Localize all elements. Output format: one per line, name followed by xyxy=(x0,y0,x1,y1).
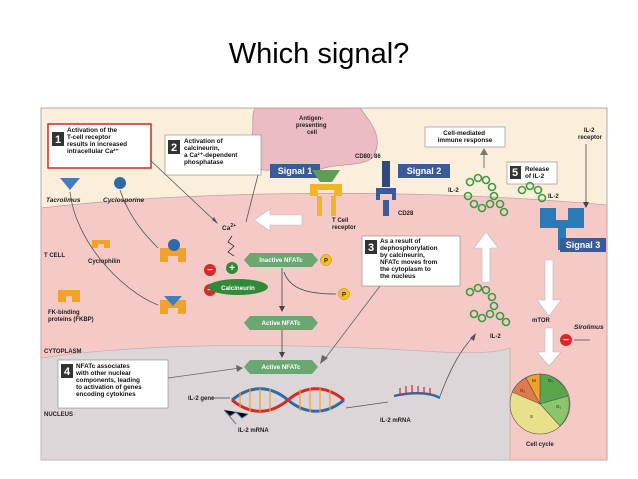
cytoplasm-label: CYTOPLASM xyxy=(44,349,82,355)
nucleus-label: NUCLEUS xyxy=(44,412,73,418)
step-4-number-box xyxy=(61,364,73,378)
step-4-box xyxy=(57,359,169,409)
inactive-nfatc-label: Inactive NFATc xyxy=(259,257,303,264)
cell-cycle-pie xyxy=(509,373,571,435)
active-nfatc-label-1: Active NFATc xyxy=(262,320,302,327)
step-1-box xyxy=(47,123,152,169)
calcineurin xyxy=(208,279,268,295)
svg-text:P: P xyxy=(324,259,328,265)
il2-mrna-label-1: IL-2 mRNA xyxy=(238,428,269,434)
step-5-text: Release of IL-2 xyxy=(525,166,551,180)
il2-label-bottom: IL-2 xyxy=(490,334,501,340)
signal-1-box xyxy=(270,164,320,178)
cyclophilin-complex xyxy=(160,248,186,262)
cycle-g2: G₂ xyxy=(520,388,526,393)
immune-response-box xyxy=(424,126,506,148)
signal-2-label: Signal 2 xyxy=(407,166,442,176)
signal-1-label: Signal 1 xyxy=(278,166,313,176)
activate-plus xyxy=(226,262,238,274)
tacrolimus-icon xyxy=(60,178,80,190)
step-2-box xyxy=(164,134,262,176)
svg-text:−: − xyxy=(563,335,569,346)
step-3-box xyxy=(361,235,461,287)
cyclophilin-shape xyxy=(92,240,110,248)
cd28-shape xyxy=(376,188,396,200)
step-2-text: Activation of calcineurin, a Ca²⁺-depend… xyxy=(184,138,239,166)
cyclophilin-label: Cyclophilin xyxy=(88,259,121,265)
cell-cycle-label: Cell cycle xyxy=(526,442,554,448)
il2-gene-label: IL-2 gene xyxy=(188,396,215,402)
step-5-number-box xyxy=(510,166,521,179)
step-3-text: As a result of dephosphorylation by calc… xyxy=(380,238,439,280)
mtor-label: mTOR xyxy=(532,318,551,324)
cd80-shape xyxy=(382,161,390,187)
mrna-strand-1 xyxy=(223,409,249,419)
step-2-number-box xyxy=(168,140,180,154)
white-arrow-up xyxy=(473,231,499,283)
cycle-s: S xyxy=(530,414,533,419)
inactive-nfatc xyxy=(244,253,318,267)
fkbp-shape xyxy=(58,290,80,302)
step-4-number: 4 xyxy=(64,366,71,378)
mhc-shape xyxy=(312,170,340,182)
fkbp-complex xyxy=(160,300,186,314)
il2-label-right: IL-2 xyxy=(548,194,559,200)
white-arrow-down-2 xyxy=(536,327,562,367)
step-1-number: 1 xyxy=(55,134,61,146)
svg-text:P: P xyxy=(342,293,346,299)
inhibit-1 xyxy=(204,264,216,276)
inhibit-sirolimus xyxy=(560,334,572,346)
ca-label: Ca2+ xyxy=(222,223,236,232)
il2-label-top: IL-2 xyxy=(448,188,459,194)
step-3-number: 3 xyxy=(368,242,374,254)
step-3-number-box xyxy=(365,240,377,254)
tcr-shape xyxy=(310,184,342,196)
tcr-label: T Cell receptor xyxy=(332,218,357,231)
p-circle-1 xyxy=(320,254,332,266)
signal-3-box xyxy=(560,238,606,252)
apc-label: Antigen- presenting cell xyxy=(296,116,328,136)
active-nfatc-nucleus xyxy=(244,360,318,374)
cycle-g1: G₁ xyxy=(556,404,562,409)
signal-3-label: Signal 3 xyxy=(566,240,601,250)
il2-cluster-right xyxy=(517,181,547,203)
mrna-strand-2 xyxy=(393,392,441,400)
il2-receptor-shape xyxy=(540,208,584,250)
il2-cluster-bottom xyxy=(465,283,511,327)
immune-response-text: Cell-mediated immune response xyxy=(438,130,493,144)
il2-mrna-label-2: IL-2 mRNA xyxy=(380,418,411,424)
dna-helix xyxy=(231,387,345,413)
svg-text:−: − xyxy=(207,285,213,296)
active-nfatc-cytoplasm xyxy=(244,316,318,330)
white-arrow-left xyxy=(253,208,303,232)
active-nfatc-label-2: Active NFATc xyxy=(262,364,302,371)
tacrolimus-label: Tacrolimus xyxy=(46,197,81,204)
step-1-number-box xyxy=(52,132,64,146)
fkbp-label: FK-binding proteins (FKBP) xyxy=(48,310,94,323)
step-5-number: 5 xyxy=(512,167,518,179)
slide-title: Which signal? xyxy=(228,38,410,70)
sirolimus-label: Sirolimus xyxy=(574,324,604,331)
p-circle-2 xyxy=(338,288,350,300)
cd80-label: CD80; 86 xyxy=(355,154,381,160)
svg-text:+: + xyxy=(229,263,235,274)
tcell-label: T CELL xyxy=(44,253,65,259)
cd28-label: CD28 xyxy=(398,211,414,217)
step-2-number: 2 xyxy=(171,142,177,154)
il2-receptor-label: IL-2 receptor xyxy=(578,128,603,141)
cycle-m: M xyxy=(532,378,536,383)
cycle-g0: G₀ xyxy=(548,378,554,383)
step-4-text: NFATc associates with other nuclear comp… xyxy=(75,363,143,398)
cyclosporine-icon xyxy=(114,177,126,189)
step-1-text: Activation of the T-cell receptor result… xyxy=(67,127,129,155)
white-arrow-down-1 xyxy=(536,259,562,317)
calcineurin-label: Calcineurin xyxy=(221,285,255,292)
signal-2-box xyxy=(398,164,450,178)
svg-text:−: − xyxy=(207,265,213,276)
il2-cluster-top xyxy=(463,173,509,217)
